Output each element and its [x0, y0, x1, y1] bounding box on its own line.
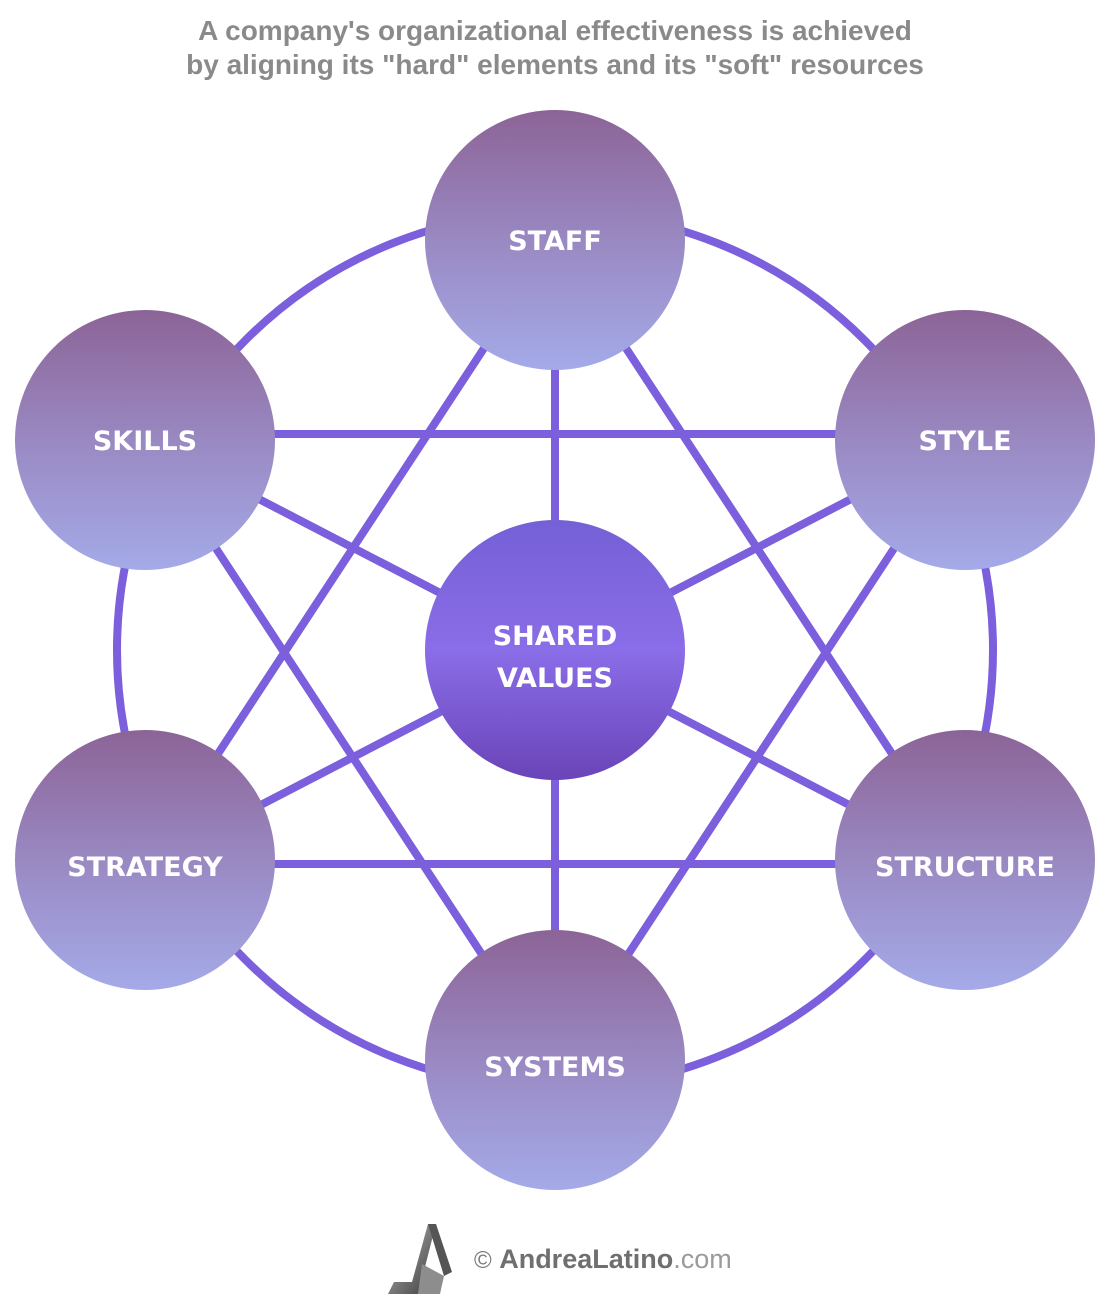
node-skills-label: SKILLS — [93, 426, 197, 457]
andrealatino-logo-icon — [388, 1224, 452, 1294]
copyright-symbol: © — [474, 1247, 492, 1274]
brand-name: AndreaLatino — [499, 1244, 674, 1274]
node-strategy: STRATEGY — [15, 730, 275, 990]
node-shared-values-label-2: VALUES — [497, 663, 613, 694]
node-systems: SYSTEMS — [425, 930, 685, 1190]
title-line-1: A company's organizational effectiveness… — [198, 15, 912, 46]
node-skills: SKILLS — [15, 310, 275, 570]
brand-tld: .com — [673, 1244, 732, 1274]
page-title: A company's organizational effectiveness… — [0, 14, 1110, 82]
node-staff-label: STAFF — [508, 226, 602, 257]
node-style-label: STYLE — [918, 426, 1011, 457]
node-shared-values-label-1: SHARED — [493, 621, 618, 652]
node-style: STYLE — [835, 310, 1095, 570]
footer: © AndreaLatino.com — [0, 1222, 1110, 1294]
node-staff: STAFF — [425, 110, 685, 370]
node-shared-values: SHARED VALUES — [425, 520, 685, 780]
node-systems-label: SYSTEMS — [484, 1052, 626, 1083]
title-line-2: by aligning its "hard" elements and its … — [186, 49, 924, 80]
node-structure: STRUCTURE — [835, 730, 1095, 990]
node-strategy-label: STRATEGY — [67, 852, 223, 883]
copyright-text: © AndreaLatino.com — [474, 1244, 732, 1275]
node-structure-label: STRUCTURE — [875, 852, 1055, 883]
